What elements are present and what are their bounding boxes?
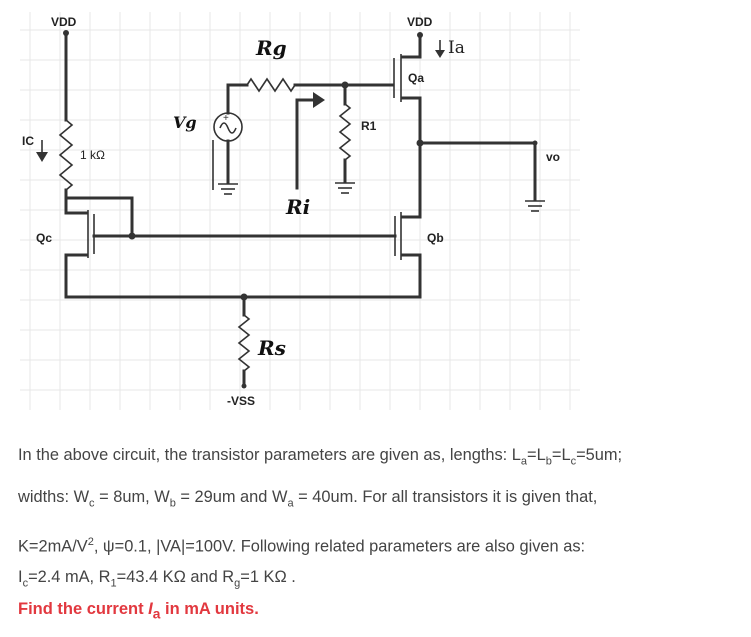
label-ri: Ri: [285, 195, 310, 219]
label-vss: -VSS: [227, 394, 255, 408]
transistor-qb: [394, 212, 422, 277]
circuit-diagram: VDD VDD Rg Ia Qa Vg + R1 IC 1 kΩ vo Ri Q…: [20, 12, 580, 410]
question-text: Find the current Ia in mA units.: [18, 600, 259, 621]
sub: g: [234, 577, 241, 590]
transistor-qc: [64, 196, 397, 277]
text: in mA units.: [160, 600, 259, 618]
text: widths: W: [18, 488, 90, 507]
sub: 1: [110, 577, 117, 590]
text: =L: [551, 446, 571, 464]
ia-current-arrow: [435, 40, 445, 58]
resistor-1k: [58, 119, 74, 191]
label-ia: Ia: [448, 38, 465, 58]
text: = 40um. For all transistors it is given …: [293, 488, 598, 507]
label-ic: IC: [22, 134, 34, 148]
label-vdd-right: VDD: [407, 15, 433, 29]
sub: a: [287, 497, 294, 510]
text: = 29um and W: [175, 488, 288, 507]
sub: a: [152, 606, 161, 622]
var: I: [148, 600, 153, 618]
problem-statement: In the above circuit, the transistor par…: [18, 440, 743, 599]
sup: 2: [87, 535, 94, 548]
label-rg: Rg: [255, 36, 287, 60]
label-source-plus: +: [223, 113, 229, 124]
resistor-rs: [237, 314, 251, 372]
label-vo: vo: [546, 150, 560, 164]
sub: b: [169, 497, 176, 510]
text: K=2mA/V: [18, 537, 88, 556]
transistor-qa: [393, 36, 422, 145]
label-vdd-left: VDD: [51, 15, 77, 29]
sub: c: [22, 577, 29, 590]
problem-line-1: In the above circuit, the transistor par…: [18, 440, 743, 477]
resistor-rg: [246, 77, 296, 93]
ri-arrow: [295, 92, 325, 190]
label-1k: 1 kΩ: [80, 148, 105, 162]
label-rs: Rs: [257, 336, 286, 360]
problem-line-3: K=2mA/V2, ψ=0.1, |VA|=100V. Following re…: [18, 527, 743, 562]
sub: b: [545, 455, 552, 468]
label-qa: Qa: [408, 71, 424, 85]
text: = 8um, W: [94, 488, 170, 507]
label-qb: Qb: [427, 231, 444, 245]
sub: a: [520, 455, 528, 468]
label-qc: Qc: [36, 231, 52, 245]
text: =43.4 KΩ and R: [116, 568, 235, 587]
text: =L: [527, 446, 546, 464]
text: I: [18, 568, 23, 587]
label-vg: Vg: [173, 113, 197, 132]
text: =5um;: [576, 446, 623, 464]
sub: c: [89, 497, 95, 510]
text: In the above circuit, the transistor par…: [18, 446, 521, 464]
label-r1: R1: [361, 119, 377, 133]
sub: c: [570, 455, 577, 468]
problem-line-2: widths: Wc = 8um, Wb = 29um and Wa = 40u…: [18, 482, 743, 519]
left-branch: [36, 30, 397, 277]
source-vg: [212, 83, 243, 195]
resistor-r1: [338, 103, 352, 161]
text: Find the current: [18, 600, 149, 618]
text: =1 KΩ .: [240, 568, 296, 587]
text: , ψ=0.1, |VA|=100V. Following related pa…: [93, 537, 586, 556]
vdd-right-node: [417, 32, 423, 38]
problem-line-4: Ic=2.4 mA, R1=43.4 KΩ and Rg=1 KΩ .: [18, 562, 743, 599]
ic-current-arrow: [36, 140, 48, 162]
text: =2.4 mA, R: [28, 568, 111, 587]
